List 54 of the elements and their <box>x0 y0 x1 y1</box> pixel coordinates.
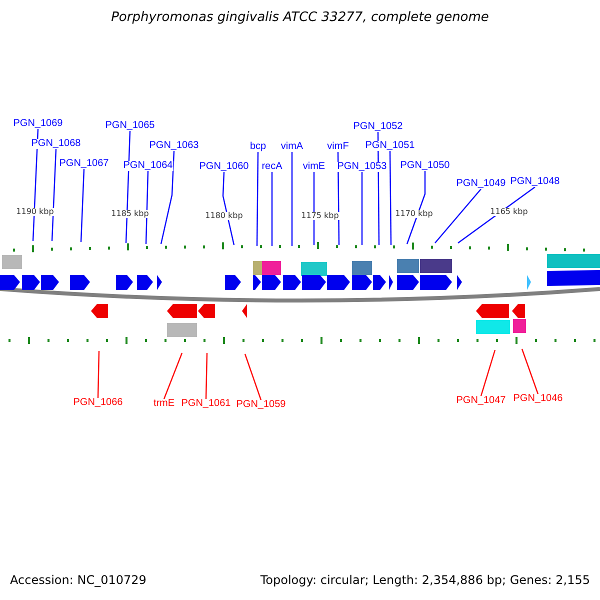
gene-label: bcp <box>248 142 268 152</box>
gene-label: PGN_1064 <box>122 161 174 171</box>
gene-label: PGN_1051 <box>364 141 416 151</box>
gene-label: PGN_1052 <box>352 122 404 132</box>
title: Porphyromonas gingivalis ATCC 33277, complete genome <box>111 11 489 24</box>
scale-label: 1165 kbp <box>489 208 529 216</box>
gene-label: PGN_1049 <box>455 179 507 189</box>
accession-text: Accession: NC_010729 <box>10 574 146 586</box>
leader-line <box>291 152 293 246</box>
leader-line <box>160 150 175 244</box>
gene-label: recA <box>260 162 284 172</box>
leader-line <box>51 148 57 242</box>
leader-line <box>256 152 259 246</box>
leader-line <box>80 168 85 242</box>
gene-label: PGN_1066 <box>72 398 124 408</box>
gene-label: PGN_1048 <box>509 177 561 187</box>
leader-line <box>271 172 273 246</box>
gene-label: vimE <box>302 162 326 172</box>
gene-label: PGN_1068 <box>30 139 82 149</box>
leader-line <box>480 350 496 396</box>
gene-label: PGN_1065 <box>104 121 156 131</box>
genome-info-text: Topology: circular; Length: 2,354,886 bp; Genes: 2,155 <box>260 574 590 586</box>
leader-line <box>361 172 363 245</box>
gene-label: PGN_1059 <box>235 400 287 410</box>
scale-label: 1190 kbp <box>15 208 55 216</box>
gene-label: vimF <box>326 142 350 152</box>
leader-line <box>521 348 539 394</box>
leader-line <box>377 132 380 245</box>
leader-line <box>406 171 426 244</box>
scale-label: 1180 kbp <box>204 212 244 220</box>
scale-label: 1175 kbp <box>300 212 340 220</box>
leader-line <box>97 350 100 398</box>
leader-line <box>313 172 315 245</box>
leader-line <box>205 352 208 400</box>
gene-label: PGN_1046 <box>512 394 564 404</box>
leader-line <box>434 188 482 244</box>
scale-label: 1170 kbp <box>394 210 434 218</box>
leader-line <box>222 172 235 246</box>
gene-label: trmE <box>152 399 176 409</box>
gene-label: PGN_1063 <box>148 141 200 151</box>
gene-label: PGN_1061 <box>180 399 232 409</box>
leader-line <box>163 352 183 400</box>
leader-line <box>145 170 149 244</box>
leader-line <box>244 354 262 400</box>
gene-label: PGN_1060 <box>198 162 250 172</box>
gene-label: PGN_1047 <box>455 396 507 406</box>
gene-label: PGN_1069 <box>12 119 64 129</box>
leader-line <box>389 151 392 245</box>
gene-label: PGN_1067 <box>58 159 110 169</box>
gene-label: vimA <box>280 142 304 152</box>
leader-line <box>458 186 536 244</box>
scale-label: 1185 kbp <box>110 210 150 218</box>
gene-label: PGN_1050 <box>399 161 451 171</box>
gene-label: PGN_1053 <box>336 162 388 172</box>
